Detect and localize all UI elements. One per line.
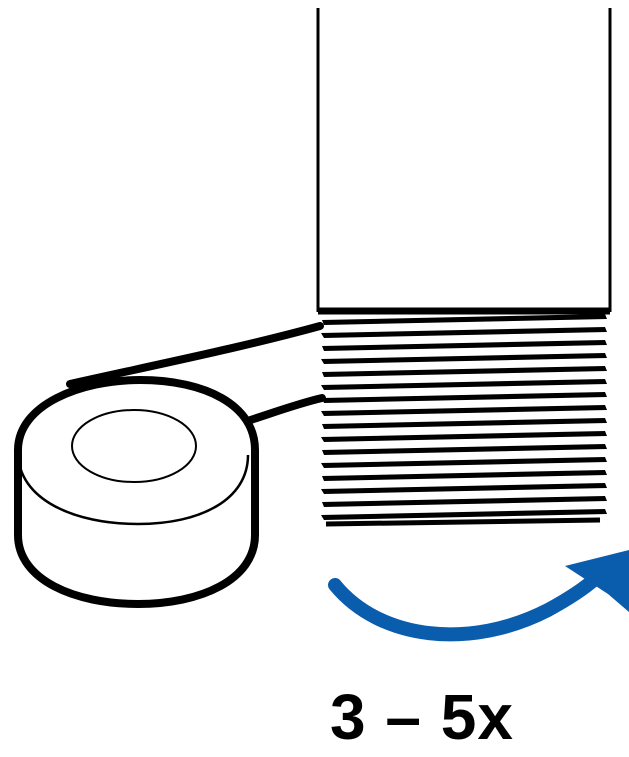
thread-ridge [322,314,607,325]
thread-ridge [321,431,607,442]
tape-roll-icon [14,376,259,608]
thread-ridge [322,470,607,481]
thread-ridge [322,496,607,507]
thread-ridge [321,353,607,364]
rotation-arrow-head [565,550,629,612]
tape-roll-hole [71,409,197,483]
tape-roll-side-edge [16,451,250,526]
thread-ridge [321,457,607,468]
thread-ridge [321,483,607,494]
thread-ridge [322,392,607,403]
pipe-body [316,8,612,312]
thread-ridge [321,509,607,520]
thread-ridge [321,405,607,416]
thread-ridge [321,379,607,390]
threaded-pipe [316,8,612,527]
thread-ridge [322,340,607,351]
curved-arrow-icon [328,550,629,642]
rotation-arrow-shaft [328,571,603,642]
thread-ridge [322,444,607,455]
pipe-threads [321,314,607,527]
thread-ridge [321,327,607,338]
repetitions-label: 3 – 5x [330,681,514,753]
thread-ridge [322,366,607,377]
thread-ridge [322,418,607,429]
tape-strip-edge-top [66,322,324,388]
thread-end-line [325,517,601,527]
